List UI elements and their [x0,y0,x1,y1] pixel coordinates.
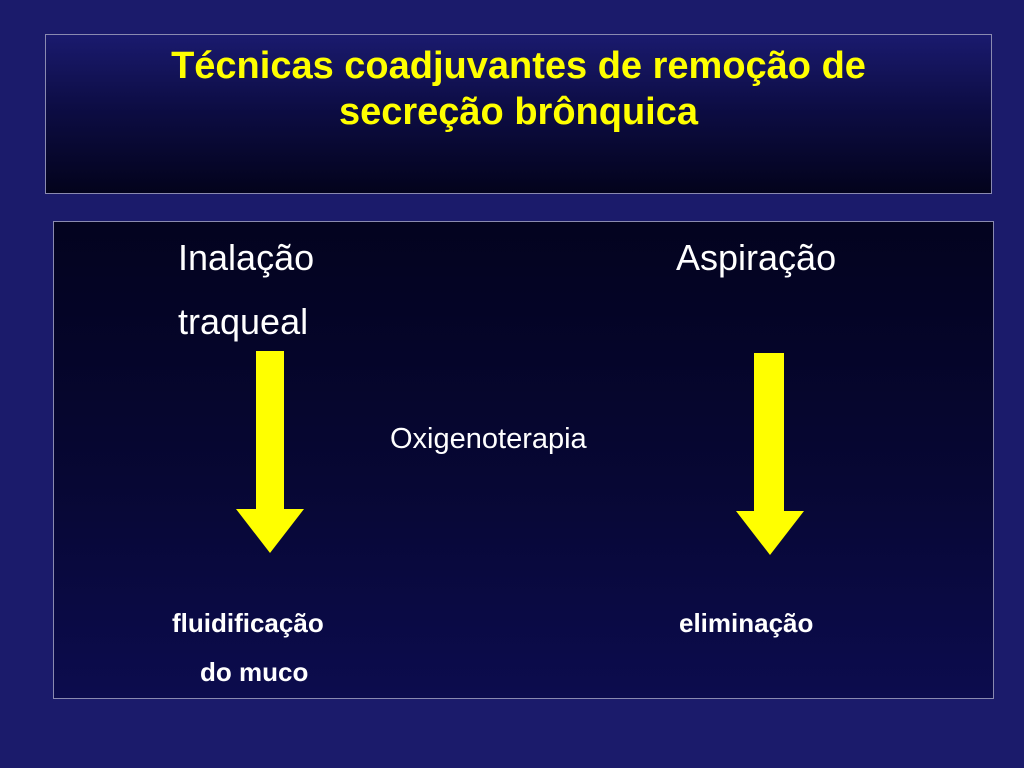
left-heading-line-1: Inalação [178,237,315,278]
down-arrow-icon-left [236,351,304,553]
content-box: Inalação traqueal Aspiração Oxigenoterap… [53,221,994,699]
title-line-2: secreção brônquica [338,91,699,133]
left-heading-line-2: traqueal [178,301,309,342]
slide-title: Técnicas coadjuvantes de remoção de secr… [46,43,991,135]
left-result-line-2: do muco [200,657,309,687]
title-box: Técnicas coadjuvantes de remoção de secr… [45,34,992,194]
right-result: eliminação [679,608,814,638]
center-label: Oxigenoterapia [390,423,587,455]
title-line-1: Técnicas coadjuvantes de remoção de [171,45,866,87]
down-arrow-icon-right [736,353,804,555]
right-heading: Aspiração [676,237,837,278]
left-result-line-1: fluidificação [172,608,324,638]
